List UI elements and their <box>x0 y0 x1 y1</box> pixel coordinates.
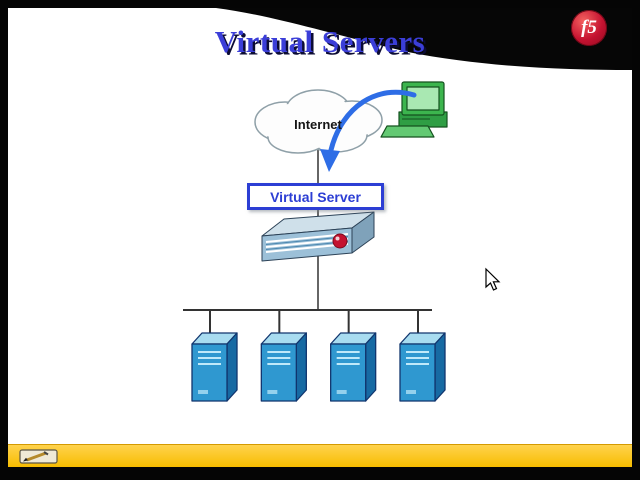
pen-tool-icon <box>19 449 58 464</box>
virtual-server-label: Virtual Server <box>270 188 361 205</box>
f5-logo-text: f5 <box>581 17 597 38</box>
internet-label: Internet <box>294 117 342 132</box>
f5-logo: f5 <box>571 10 607 46</box>
annotation-pen-button[interactable] <box>18 448 64 465</box>
virtual-server-box: Virtual Server <box>247 183 384 210</box>
slide-title: Virtual Servers <box>214 24 426 59</box>
annotation-toolbar <box>8 444 632 467</box>
slide <box>8 8 632 467</box>
